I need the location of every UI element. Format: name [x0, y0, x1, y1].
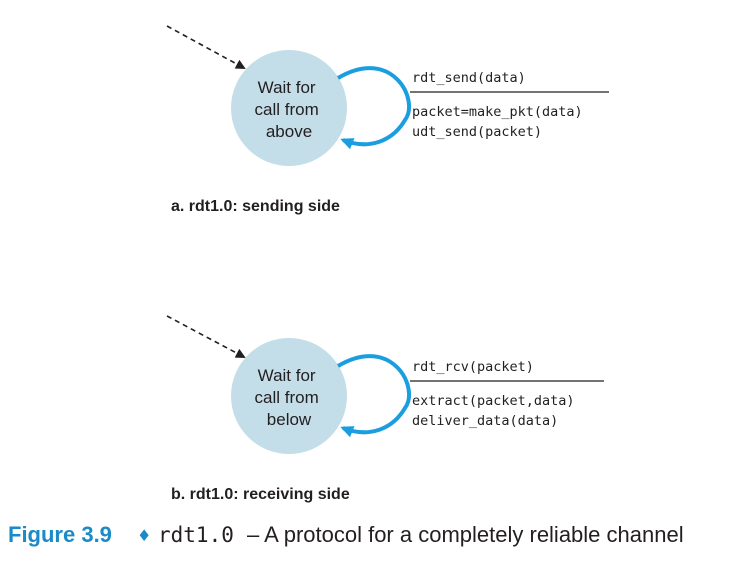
state-label: Wait for call from above	[255, 78, 324, 141]
initial-transition-arrow	[166, 315, 246, 358]
figure-code: rdt1.0	[158, 523, 234, 547]
transition-action: packet=make_pkt(data)	[412, 104, 583, 120]
transition-action: udt_send(packet)	[412, 124, 542, 140]
transition-event: rdt_send(data)	[412, 70, 526, 86]
panel-caption: a. rdt1.0: sending side	[171, 198, 340, 215]
panel-receiving-side: Wait for call from below rdt_rcv(packet)…	[166, 315, 604, 503]
state-wait-for-call-from-above	[231, 50, 347, 166]
state-label-line: Wait for	[258, 366, 316, 385]
transition-event: rdt_rcv(packet)	[412, 359, 534, 375]
state-label-line: below	[267, 410, 312, 429]
self-loop-arrow	[336, 66, 411, 150]
figure-number: Figure 3.9	[8, 522, 112, 547]
figure-title: – A protocol for a completely reliable c…	[247, 522, 684, 547]
state-label-line: call from	[255, 100, 319, 119]
transition-action: extract(packet,data)	[412, 393, 575, 409]
state-label-line: above	[266, 122, 312, 141]
figure-caption: Figure 3.9 ♦ rdt1.0 – A protocol for a c…	[8, 522, 684, 547]
state-label: Wait for call from below	[255, 366, 324, 429]
state-wait-for-call-from-below	[231, 338, 347, 454]
panel-caption: b. rdt1.0: receiving side	[171, 486, 350, 503]
state-label-line: Wait for	[258, 78, 316, 97]
transition-action: deliver_data(data)	[412, 413, 558, 429]
diamond-separator-icon: ♦	[137, 526, 151, 545]
initial-transition-arrow	[166, 25, 246, 69]
state-label-line: call from	[255, 388, 319, 407]
self-loop-arrow	[336, 354, 411, 438]
panel-sending-side: Wait for call from above rdt_send(data) …	[166, 25, 609, 215]
